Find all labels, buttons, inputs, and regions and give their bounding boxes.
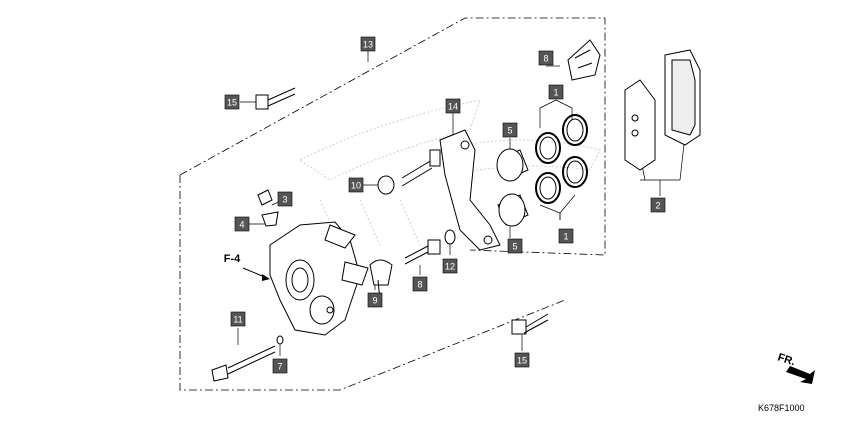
brake-pads (624, 49, 701, 171)
section-ref-label: F-4 (224, 253, 241, 265)
callout-number: 4 (239, 220, 244, 230)
callout-number: 12 (445, 262, 455, 272)
front-direction-arrow (786, 366, 815, 384)
pistons (496, 148, 529, 227)
direction-label: FR. (776, 351, 797, 368)
callout-number: 10 (351, 181, 361, 191)
callout-number: 5 (507, 126, 512, 136)
callout-number: 2 (655, 201, 660, 211)
figure-code: K678F1000 (758, 403, 805, 413)
pad-spring (567, 39, 601, 81)
callout-number: 7 (277, 362, 282, 372)
callout-5: 5 (502, 122, 518, 138)
pins-and-bolts (211, 87, 549, 382)
callout-10: 10 (348, 177, 364, 193)
callout-number: 9 (372, 296, 377, 306)
leader-lines (237, 50, 686, 356)
callout-12: 12 (442, 258, 458, 274)
callout-number: 14 (448, 102, 458, 112)
callout-8: 8 (538, 50, 554, 66)
caliper-bracket (439, 129, 501, 251)
callout-3: 3 (277, 191, 293, 207)
callout-5: 5 (507, 238, 523, 254)
callout-number: 3 (282, 195, 287, 205)
callout-11: 11 (230, 311, 246, 327)
callout-number: 8 (417, 280, 422, 290)
assembly-outline (179, 17, 606, 391)
callout-2: 2 (650, 197, 666, 213)
callout-number: 15 (227, 98, 237, 108)
caliper-body (269, 221, 369, 336)
callout-number: 15 (517, 356, 527, 366)
callout-number: 11 (233, 315, 242, 325)
section-ref-arrow (242, 267, 270, 281)
callout-13: 13 (360, 36, 376, 52)
callout-15: 15 (224, 94, 240, 110)
callout-number: 13 (363, 40, 373, 50)
piston-seals (535, 114, 588, 204)
callout-number: 1 (563, 232, 568, 242)
callout-9: 9 (367, 292, 383, 308)
callout-15: 15 (514, 352, 530, 368)
callout-1: 1 (548, 84, 564, 100)
callout-number: 5 (512, 242, 517, 252)
callout-number: 8 (543, 54, 548, 64)
callout-1: 1 (558, 228, 574, 244)
callout-number: 1 (553, 88, 558, 98)
callout-14: 14 (445, 98, 461, 114)
callout-7: 7 (272, 358, 288, 374)
callout-8: 8 (412, 276, 428, 292)
callout-4: 4 (234, 216, 250, 232)
